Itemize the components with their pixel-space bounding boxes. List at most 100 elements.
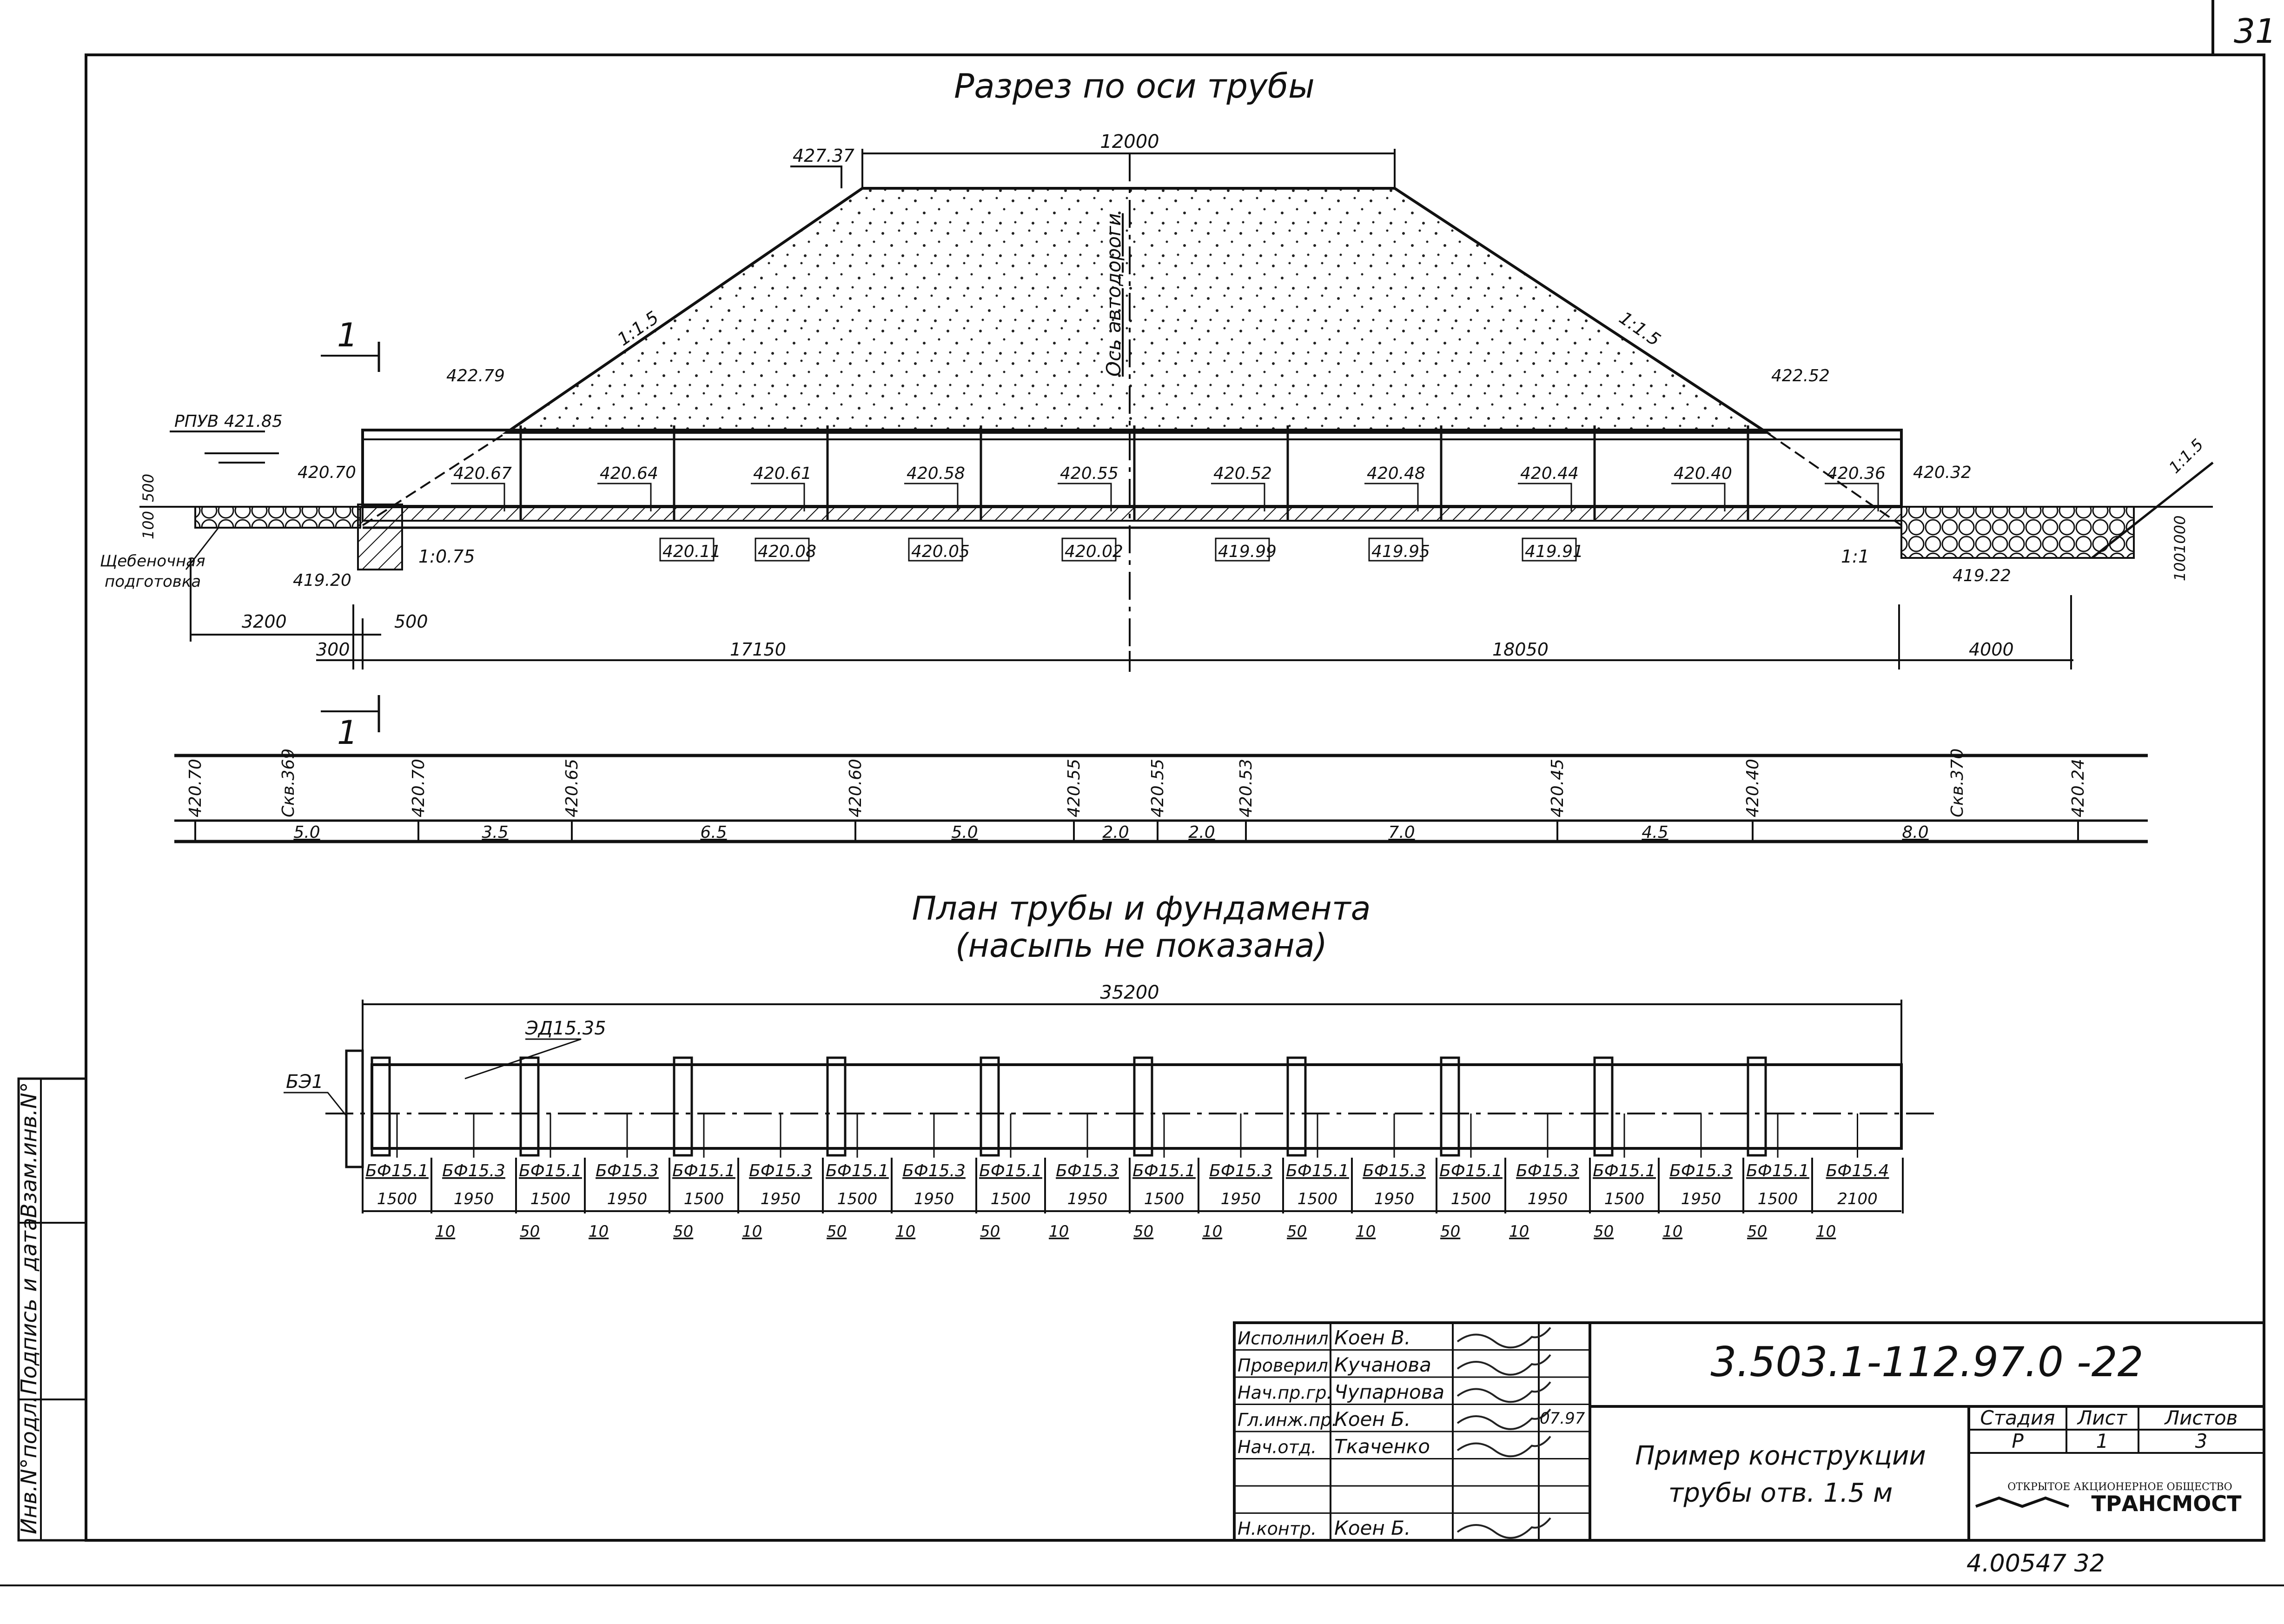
found-right: 419.22 [1953,566,2011,585]
plan-gap: 10 [1509,1222,1529,1241]
plan-total-length: 35200 [1100,982,1159,1003]
strip-distance: 3.5 [482,823,508,842]
signature [1456,1517,1551,1539]
stamp-sheet-label: Лист [2077,1406,2128,1429]
bottom-elevation: 420.02 [1065,542,1123,561]
strip-elevation: Скв.369 [279,749,298,817]
portal-right-elevation: 422.52 [1771,366,1830,385]
outlet-elevation: 420.32 [1913,463,1972,482]
bottom-elevation: 419.91 [1525,542,1583,561]
plan-block-mark: БФ15.1 [365,1161,429,1180]
stamp-date: 07.97 [1540,1409,1585,1428]
company-line2: ТРАНСМОСТ [2092,1491,2242,1516]
head-wall [357,504,403,570]
stamp-name: Ткаченко [1334,1435,1430,1458]
strip-elevation: 420.24 [2069,759,2088,817]
stamp-role: Н.контр. [1238,1518,1317,1539]
plan-block-mark: БФ15.3 [1056,1161,1119,1180]
gravel-label-1: Щебеночная [100,552,205,570]
stamp-role: Гл.инж.пр. [1238,1410,1337,1430]
tray-elevation-leader [751,483,805,511]
plan-block-mark: БФ15.4 [1826,1161,1889,1180]
section-title: Разрез по оси трубы [954,66,1315,106]
plan-gap: 50 [827,1222,847,1241]
bottom-elevation-box [755,537,810,562]
plan-gap: 50 [520,1222,540,1241]
bottom-elevation-box [659,537,715,562]
plan-block-mark: БФ15.3 [596,1161,659,1180]
plan-gap: 50 [1594,1222,1614,1241]
signature [1456,1408,1551,1430]
bottom-elevation: 420.11 [662,542,721,561]
stamp-role: Проверил [1238,1355,1328,1376]
plan-joint-ring [1593,1056,1614,1157]
tray-elevation-leader [451,483,505,511]
section-mark-top: 1 [321,316,380,372]
plan-gap: 10 [1662,1222,1682,1241]
dim-1000: 1000 [2171,516,2189,553]
crest-elevation: 427.37 [793,146,854,166]
plan-block-mark: БФ15.1 [979,1161,1042,1180]
plan-block-length: 1950 [914,1190,954,1208]
tray-elevation: 420.52 [1213,464,1272,483]
section-dimensions [190,558,2073,669]
tray-elevation-leader [1825,483,1879,511]
stamp-sheets: 3 [2195,1430,2208,1452]
tray-elevation-leader [1671,483,1726,511]
plan-block-length: 1500 [991,1190,1031,1208]
stamp-name: Коен Б. [1334,1408,1410,1431]
tray-elevation: 420.58 [907,464,965,483]
stamp-name: Коен В. [1334,1326,1410,1349]
tray-elevation: 420.67 [453,464,512,483]
side-podpis: Подпись и дата [16,1218,41,1395]
dim-100: 100 [139,511,157,539]
plan-block-mark: БФ15.1 [1132,1161,1196,1180]
sheet-frame [0,0,2284,1586]
plan-gap: 50 [1747,1222,1767,1241]
plan-block-length: 1950 [607,1190,648,1208]
tray-elevation-leader [1211,483,1265,511]
plan-block-mark: БФ15.1 [1746,1161,1809,1180]
bottom-elevation: 419.95 [1371,542,1430,561]
road-axis-label: Ось автодороги [1102,213,1125,377]
bottom-elevation-box [908,537,963,562]
strip-elevation: 420.60 [846,759,865,817]
tray-elevation: 420.48 [1367,464,1425,483]
strip-elevation: 420.53 [1237,759,1256,817]
plan-gap: 10 [742,1222,762,1241]
plan-gap: 50 [1440,1222,1460,1241]
plan-block-length: 1500 [1758,1190,1798,1208]
inlet-elevation: 420.70 [298,463,356,482]
plan-block-length: 1950 [1528,1190,1568,1208]
plan-block-length: 1500 [1298,1190,1338,1208]
tray-elevation-leader [1518,483,1572,511]
stamp-code: 3.503.1-112.97.0 -22 [1710,1338,2143,1386]
pipe-barrel [361,429,1903,508]
plan-gap: 50 [1133,1222,1153,1241]
plan-block-mark: БФ15.1 [672,1161,735,1180]
plan-gap: 10 [435,1222,455,1241]
plan-block-length: 1950 [1681,1190,1721,1208]
gravel-left [194,506,361,529]
stamp-stage-label: Стадия [1980,1406,2055,1429]
rpuv-label: РПУВ 421.85 [174,412,283,431]
crest-width: 12000 [1100,131,1159,152]
plan-block-length: 2100 [1837,1190,1878,1208]
dim-100-right: 100 [2171,553,2189,581]
tray-elevation: 420.61 [753,464,812,483]
archive-number: 4.00547 32 [1966,1550,2105,1578]
dim-500: 500 [394,611,428,632]
plan-joint-ring [1747,1056,1767,1157]
bottom-elevation: 420.08 [758,542,816,561]
strip-elevation: 420.70 [409,759,428,817]
plan-joint-ring [1133,1056,1153,1157]
plan-joint-ring [980,1056,1000,1157]
plan-gap: 10 [1356,1222,1376,1241]
plan-gap: 10 [1202,1222,1222,1241]
strip-elevation: 420.55 [1148,759,1167,817]
side-stamp: Инв.N°подл. Подпись и дата Взам.инв.N° [16,1077,87,1542]
plan-block-length: 1500 [837,1190,878,1208]
